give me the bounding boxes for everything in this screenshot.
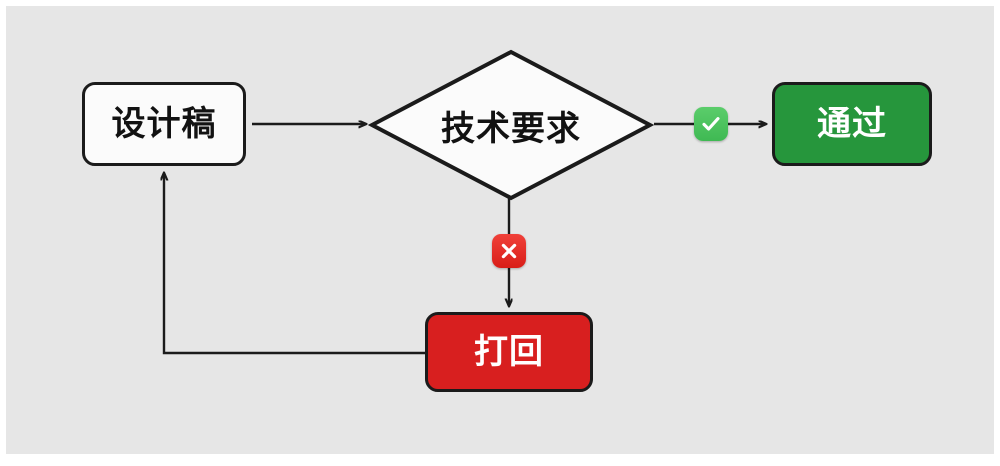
node-reject-label: 打回 xyxy=(474,333,544,371)
check-mark-icon xyxy=(694,107,728,141)
diamond-shape xyxy=(368,49,654,201)
node-technical-requirements[interactable]: 技术要求 xyxy=(368,48,654,202)
node-design-draft[interactable]: 设计稿 xyxy=(82,82,246,166)
node-reject[interactable]: 打回 xyxy=(425,312,593,392)
cross-mark-icon xyxy=(492,234,526,268)
node-technical-requirements-label: 技术要求 xyxy=(441,109,581,148)
node-pass-label: 通过 xyxy=(817,105,887,143)
node-pass[interactable]: 通过 xyxy=(772,82,932,166)
diagram-canvas: 设计稿 技术要求 通过 打回 xyxy=(6,6,994,454)
node-design-draft-label: 设计稿 xyxy=(111,105,217,143)
